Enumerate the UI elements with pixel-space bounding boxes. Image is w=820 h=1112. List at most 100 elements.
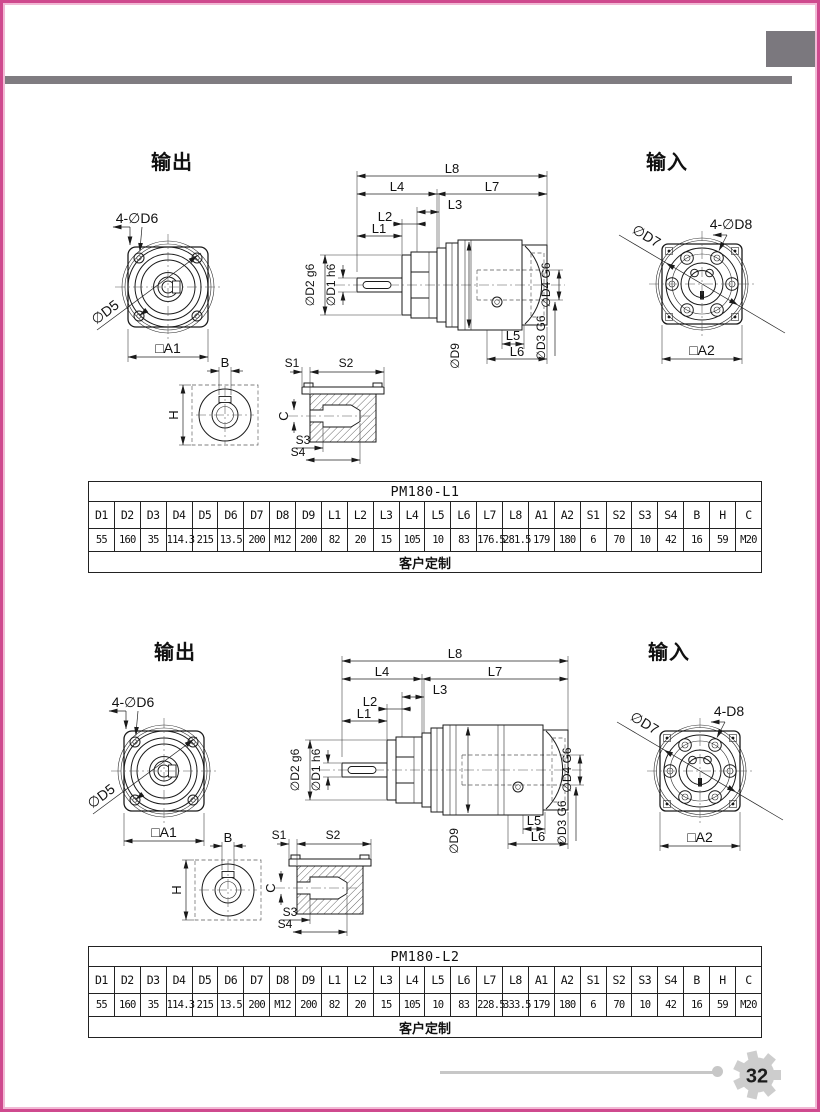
l5-dim: L5 — [527, 813, 541, 828]
value-cell: M12 — [269, 993, 296, 1017]
side-view-drawing-2: L8 L4 L7 L3 L2 L1 ∅D2 g6 ∅D1 h6 ∅ — [288, 646, 584, 854]
s3-dim: S3 — [296, 433, 311, 447]
table-title: PM180-L2 — [88, 946, 762, 967]
coupling-geometry — [288, 382, 385, 443]
gearbox-body — [320, 724, 582, 816]
table-note: 客户定制 — [88, 1016, 762, 1038]
value-cell: 333.5 — [502, 993, 531, 1017]
flange-dimensions: ∅D5 4-∅D6 □A1 — [88, 210, 209, 362]
output-side-title-2: 输出 — [154, 642, 196, 664]
value-cell: 59 — [709, 993, 736, 1017]
value-cell: 200 — [243, 528, 271, 552]
value-cell: 160 — [113, 528, 141, 552]
header-cell: L3 — [372, 501, 400, 529]
header-cell: S4 — [657, 966, 685, 994]
header-cell: A1 — [527, 966, 555, 994]
header-cell: D3 — [139, 501, 167, 529]
value-cell: 35 — [139, 993, 167, 1017]
d4-dim: ∅D4 G6 — [539, 262, 553, 307]
shaft-end-geometry — [191, 384, 259, 446]
d5-label: ∅D5 — [84, 780, 118, 811]
s1-dim: S1 — [272, 828, 287, 842]
side-view-dimensions: L8 L4 L7 L3 L2 L1 ∅D2 g6 ∅D1 h6 ∅ — [288, 646, 584, 854]
side-view-dimensions: L8 L4 L7 L3 L2 L1 ∅D2 g6 ∅D1 h6 ∅ — [303, 161, 563, 369]
header-cell: S1 — [579, 966, 607, 994]
header-cell: C — [734, 966, 763, 994]
value-cell: 281.5 — [502, 528, 531, 552]
value-cell: 82 — [320, 993, 348, 1017]
d2-dim: ∅D2 g6 — [303, 263, 317, 306]
value-cell: 35 — [139, 528, 167, 552]
value-cell: 200 — [243, 993, 271, 1017]
header-gray-block — [766, 31, 817, 67]
input-flange-drawing-2: ∅D7 4-D8 □A2 — [616, 703, 784, 851]
value-cell: 13.5 — [217, 993, 245, 1017]
d5-label: ∅D5 — [88, 296, 122, 327]
shaft-end-view-2: B H — [169, 830, 262, 921]
header-cell: L2 — [346, 966, 374, 994]
input-side-title-2: 输入 — [648, 642, 690, 664]
value-cell: 15 — [372, 993, 400, 1017]
value-cell: 59 — [709, 528, 736, 552]
header-cell: L3 — [372, 966, 400, 994]
d4-dim: ∅D4 G6 — [560, 747, 574, 792]
value-cell: 55 — [88, 528, 115, 552]
flange-geometry — [111, 718, 217, 824]
value-cell: 105 — [398, 993, 426, 1017]
value-cell: 215 — [191, 993, 219, 1017]
header-cell: L1 — [320, 966, 348, 994]
output-flange-drawing-1: ∅D5 4-∅D6 □A1 — [88, 210, 221, 362]
l3-dim: L3 — [448, 197, 462, 212]
value-cell: 114.3 — [165, 993, 195, 1017]
header-gray-bar — [2, 76, 792, 84]
header-cell: D7 — [243, 501, 271, 529]
header-cell: D7 — [243, 966, 271, 994]
coupling-dimensions: C S1 S2 S3 S4 — [263, 828, 372, 936]
header-cell: B — [683, 966, 710, 994]
header-cell: L8 — [502, 501, 529, 529]
value-cell: 82 — [320, 528, 348, 552]
header-cell: S2 — [605, 501, 633, 529]
l1-dim: L1 — [357, 706, 371, 721]
flange-dimensions: ∅D5 4-∅D6 □A1 — [84, 694, 205, 846]
value-cell: 10 — [424, 528, 452, 552]
l7-dim: L7 — [488, 664, 502, 679]
header-cell: A2 — [553, 501, 581, 529]
d6-holes-label: 4-∅D6 — [112, 694, 155, 710]
value-cell: M20 — [734, 528, 763, 552]
coupling-section-view-2: C S1 S2 S3 S4 — [263, 828, 372, 936]
a2-label: □A2 — [689, 342, 715, 358]
l8-dim: L8 — [448, 646, 462, 661]
l7-dim: L7 — [485, 179, 499, 194]
header-cell: D1 — [88, 966, 115, 994]
header-cell: D2 — [113, 501, 141, 529]
value-cell: 13.5 — [217, 528, 245, 552]
value-cell: 83 — [450, 993, 478, 1017]
coupling-geometry — [275, 854, 372, 915]
value-cell: 179 — [527, 528, 555, 552]
a2-label: □A2 — [687, 829, 713, 845]
b-dim: B — [224, 830, 233, 845]
header-cell: L4 — [398, 501, 426, 529]
shaft-end-geometry — [194, 859, 262, 921]
footer-rule — [440, 1071, 716, 1074]
s4-dim: S4 — [278, 917, 293, 931]
input-side-title: 输入 — [646, 152, 688, 174]
value-cell: 6 — [579, 528, 607, 552]
d9-dim: ∅D9 — [447, 828, 461, 854]
header-cell: A2 — [553, 966, 581, 994]
header-cell: S4 — [657, 501, 685, 529]
value-cell: 83 — [450, 528, 478, 552]
shaft-end-dimensions: B H — [166, 355, 243, 446]
d1-dim: ∅D1 h6 — [324, 263, 338, 306]
a1-label: □A1 — [151, 824, 177, 840]
shaft-end-view-1: B H — [166, 355, 259, 446]
value-cell: 42 — [657, 528, 685, 552]
value-cell: 114.3 — [165, 528, 195, 552]
header-cell: L7 — [476, 501, 503, 529]
header-cell: D3 — [139, 966, 167, 994]
value-cell: 228.5 — [476, 993, 506, 1017]
l4-dim: L4 — [390, 179, 404, 194]
page-number-badge: 32 — [733, 1050, 781, 1100]
